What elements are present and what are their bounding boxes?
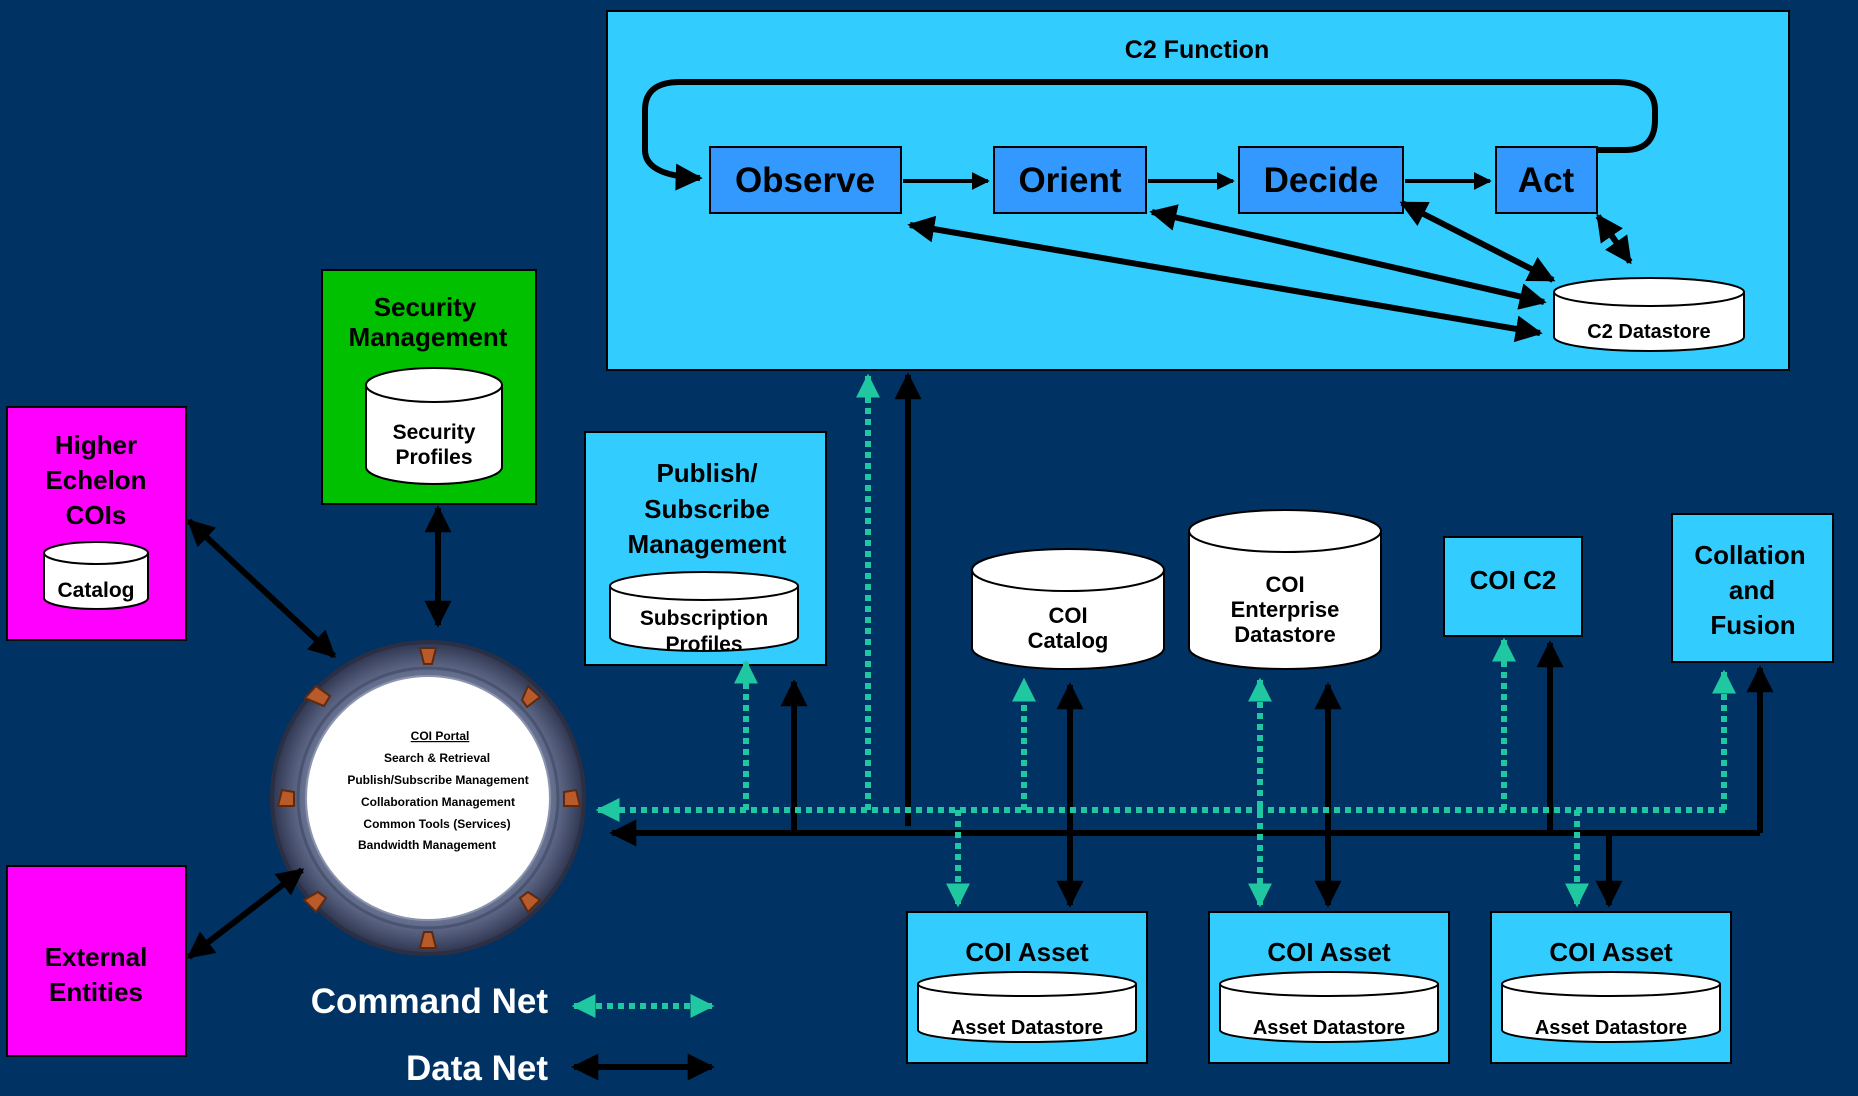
- coi-asset-2-title: COI Asset: [1267, 937, 1391, 967]
- portal-item-collab: Collaboration Management: [361, 795, 515, 809]
- coi-catalog-line1: COI: [1048, 603, 1087, 628]
- higher-title-line2: Echelon: [45, 465, 146, 495]
- coi-c2-label: COI C2: [1470, 565, 1557, 595]
- coi-asset-3-title: COI Asset: [1549, 937, 1673, 967]
- act-label: Act: [1518, 161, 1575, 200]
- coi-enterprise-line1: COI: [1265, 572, 1304, 597]
- coi-asset-2-store: Asset Datastore: [1253, 1017, 1405, 1039]
- subscription-store-line2: Profiles: [665, 633, 742, 656]
- portal-item-tools: Common Tools (Services): [363, 817, 510, 831]
- c2-datastore: C2 Datastore: [1553, 277, 1745, 352]
- security-store-line2: Profiles: [395, 446, 472, 469]
- coi-asset-3-store: Asset Datastore: [1535, 1017, 1687, 1039]
- coi-portal: COI Portal Search & Retrieval Publish/Su…: [270, 640, 586, 956]
- portal-item-search: Search & Retrieval: [384, 751, 490, 765]
- c2-function-title: C2 Function: [1125, 36, 1269, 64]
- observe-box: Observe: [709, 146, 902, 214]
- coi-enterprise-line2: Enterprise: [1231, 597, 1340, 622]
- coi-asset-box-1: COI Asset Asset Datastore: [906, 911, 1148, 1064]
- collation-fusion-box: Collation and Fusion: [1671, 513, 1834, 663]
- catalog-label: Catalog: [57, 579, 134, 602]
- higher-title-line3: COIs: [66, 500, 127, 530]
- catalog-store: Catalog: [43, 541, 149, 610]
- act-datastore-arrow: [1595, 213, 1633, 265]
- higher-echelon-portal-arrow: [186, 518, 337, 659]
- coi-asset-1-store: Asset Datastore: [951, 1017, 1103, 1039]
- decide-box: Decide: [1238, 146, 1404, 214]
- portal-item-pubsub: Publish/Subscribe Management: [347, 773, 528, 787]
- observe-label: Observe: [735, 161, 875, 200]
- external-title-line1: External: [45, 942, 148, 972]
- portal-item-bandwidth: Bandwidth Management: [358, 838, 496, 852]
- coi-enterprise-store: COI Enterprise Datastore: [1188, 509, 1382, 670]
- subscription-store-line1: Subscription: [640, 607, 768, 630]
- coi-asset-box-3: COI Asset Asset Datastore: [1490, 911, 1732, 1064]
- pubsub-title-line1: Publish/: [656, 458, 757, 488]
- act-box: Act: [1495, 146, 1598, 214]
- coi-catalog-line2: Catalog: [1028, 628, 1109, 653]
- higher-title-line1: Higher: [55, 430, 137, 460]
- portal-title: COI Portal: [411, 729, 470, 743]
- collation-line1: Collation: [1694, 540, 1805, 570]
- security-management-box: Security Management Security Profiles: [321, 269, 537, 505]
- orient-datastore-arrow: [1149, 204, 1547, 310]
- legend-data-label: Data Net: [406, 1049, 548, 1088]
- command-net: [595, 373, 1736, 908]
- orient-box: Orient: [993, 146, 1147, 214]
- collation-line2: and: [1729, 575, 1775, 605]
- data-net: [609, 372, 1774, 908]
- security-profiles-store: Security Profiles: [365, 367, 503, 485]
- decide-datastore-arrow: [1399, 200, 1556, 283]
- security-title-line2: Management: [349, 322, 508, 352]
- legend: Command Net Data Net: [311, 982, 715, 1088]
- pubsub-title-line3: Management: [628, 529, 787, 559]
- external-title-line2: Entities: [49, 977, 143, 1007]
- security-title-line1: Security: [374, 292, 477, 322]
- coi-c2-box: COI C2: [1443, 536, 1583, 637]
- external-entities-box: External Entities: [6, 865, 187, 1057]
- pubsub-management-box: Publish/ Subscribe Management Subscripti…: [584, 431, 827, 666]
- coi-asset-1-title: COI Asset: [965, 937, 1089, 967]
- security-store-line1: Security: [393, 421, 476, 444]
- coi-catalog-store: COI Catalog: [971, 548, 1165, 670]
- external-portal-arrow: [186, 867, 305, 960]
- c2-function-panel: C2 Function Observe Orient Decide Act C: [606, 10, 1790, 371]
- pubsub-title-line2: Subscribe: [644, 494, 770, 524]
- coi-enterprise-line3: Datastore: [1234, 622, 1335, 647]
- decide-label: Decide: [1264, 161, 1379, 200]
- collation-line3: Fusion: [1710, 610, 1795, 640]
- c2-datastore-label: C2 Datastore: [1587, 321, 1710, 343]
- legend-command-label: Command Net: [311, 982, 549, 1021]
- higher-echelon-box: Higher Echelon COIs Catalog: [6, 406, 187, 641]
- coi-asset-box-2: COI Asset Asset Datastore: [1208, 911, 1450, 1064]
- orient-label: Orient: [1018, 161, 1121, 200]
- subscription-profiles-store: Subscription Profiles: [609, 571, 799, 656]
- feedback-loop-arrow: [642, 79, 1658, 191]
- portal-chevrons: [276, 647, 582, 949]
